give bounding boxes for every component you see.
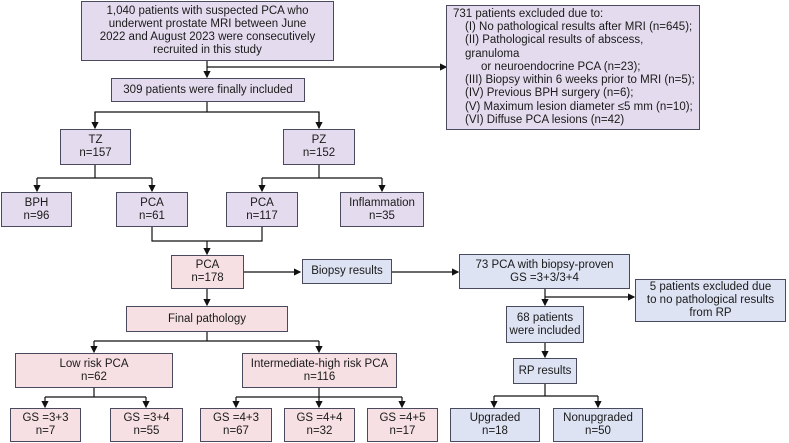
line-tz-pz-branch: [94, 111, 320, 125]
gs45-count: n=17: [389, 425, 416, 437]
low-risk-box: Low risk PCA n=62: [15, 353, 173, 388]
biopsy-proven-line-1: 73 PCA with biopsy-proven: [475, 258, 614, 271]
int-high-risk-count: n=116: [303, 370, 336, 383]
excluded-item: (VI) Diffuse PCA lesions (n=42): [465, 114, 625, 127]
rp-results-box: RP results: [513, 358, 577, 384]
rp-included-line-1: 68 patients: [516, 311, 574, 324]
gs43-label: GS =4+3: [212, 412, 260, 424]
bph-box: BPH n=96: [1, 192, 72, 227]
gs45-label: GS =4+5: [379, 412, 426, 424]
pz-count: n=152: [302, 147, 336, 159]
inflammation-count: n=35: [369, 209, 395, 222]
biopsy-label: Biopsy results: [311, 265, 383, 277]
pz-label: PZ: [311, 134, 327, 146]
gs34-label: GS =3+4: [123, 412, 170, 424]
nonupgraded-count: n=50: [585, 425, 611, 437]
excluded-item: (IV) Previous BPH surgery (n=6);: [465, 87, 634, 100]
gs44-box: GS =4+4 n=32: [284, 408, 355, 442]
inflammation-label: Inflammation: [349, 196, 415, 209]
pca-tz-label: PCA: [140, 196, 164, 209]
pca-pz-box: PCA n=117: [226, 192, 298, 227]
gs33-count: n=7: [35, 425, 56, 437]
rp-included-box: 68 patients were included: [506, 306, 584, 343]
nonupgraded-box: Nonupgraded n=50: [553, 408, 643, 442]
pca-total-label: PCA: [195, 259, 220, 271]
inflammation-box: Inflammation n=35: [340, 192, 424, 227]
final-pathology-box: Final pathology: [126, 306, 288, 332]
pca-pz-count: n=117: [246, 209, 278, 222]
gs34-box: GS =3+4 n=55: [110, 408, 183, 442]
rp-excluded-line-1: 5 patients excluded due: [649, 281, 772, 293]
pca-tz-count: n=61: [139, 209, 165, 222]
pca-tz-box: PCA n=61: [116, 192, 188, 227]
gs44-label: GS =4+4: [296, 412, 343, 424]
included-label: 309 patients were finally included: [123, 83, 293, 96]
pca-total-count: n=178: [191, 272, 224, 284]
excluded-box: 731 patients excluded due to: (I) No pat…: [446, 5, 700, 130]
upgraded-count: n=18: [482, 425, 508, 437]
biopsy-box: Biopsy results: [302, 259, 392, 284]
gs33-label: GS =3+3: [22, 412, 69, 424]
gs43-count: n=67: [223, 425, 249, 437]
low-risk-count: n=62: [81, 370, 107, 383]
int-high-risk-label: Intermediate-high risk PCA: [250, 357, 389, 370]
low-risk-label: Low risk PCA: [59, 357, 129, 370]
excluded-item: or neuroendocrine PCA (n=23);: [481, 60, 641, 73]
final-pathology-label: Final pathology: [168, 312, 246, 325]
upgraded-box: Upgraded n=18: [450, 408, 540, 442]
excluded-item: (V) Maximum lesion diameter ≤5 mm (n=10)…: [465, 100, 693, 113]
gs43-box: GS =4+3 n=67: [200, 408, 272, 442]
rp-excluded-line-3: from RP: [689, 307, 732, 319]
excluded-item: (III) Biopsy within 6 weeks prior to MRI…: [465, 74, 695, 87]
gs34-count: n=55: [133, 425, 160, 437]
rp-included-line-2: were included: [509, 324, 581, 337]
start-line-3: 2022 and August 2023 were consecutively: [99, 31, 316, 43]
tz-count: n=157: [79, 147, 112, 159]
biopsy-proven-line-2: GS =3+3/3+4: [510, 271, 579, 284]
excluded-item: (I) No pathological results after MRI (n…: [465, 20, 693, 33]
gs33-box: GS =3+3 n=7: [10, 408, 81, 442]
rp-results-label: RP results: [518, 364, 572, 377]
bph-label: BPH: [24, 196, 49, 209]
pca-total-box: PCA n=178: [171, 255, 244, 289]
included-box: 309 patients were finally included: [111, 78, 305, 102]
excluded-title: 731 patients excluded due to:: [453, 7, 604, 20]
excluded-item: (II) Pathological results of abscess, gr…: [465, 34, 644, 60]
pca-pz-label: PCA: [250, 196, 274, 209]
int-high-risk-box: Intermediate-high risk PCA n=116: [242, 353, 397, 388]
biopsy-proven-box: 73 PCA with biopsy-proven GS =3+3/3+4: [459, 254, 630, 289]
start-line-4: recruited in this study: [153, 44, 262, 56]
nonupgraded-label: Nonupgraded: [563, 412, 633, 424]
pz-box: PZ n=152: [283, 129, 355, 165]
rp-excluded-box: 5 patients excluded due to no pathologic…: [635, 279, 786, 322]
gs45-box: GS =4+5 n=17: [367, 408, 438, 442]
rp-excluded-line-2: to no pathological results: [646, 294, 775, 306]
start-box: 1,040 patients with suspected PCA who un…: [81, 1, 334, 61]
start-line-1: 1,040 patients with suspected PCA who: [106, 5, 309, 17]
bph-count: n=96: [23, 209, 50, 222]
start-line-2: underwent prostate MRI between June: [108, 18, 307, 30]
upgraded-label: Upgraded: [469, 412, 521, 424]
line-pca-merge: [151, 227, 263, 242]
gs44-count: n=32: [306, 425, 333, 437]
tz-label: TZ: [88, 134, 103, 146]
tz-box: TZ n=157: [60, 129, 131, 165]
